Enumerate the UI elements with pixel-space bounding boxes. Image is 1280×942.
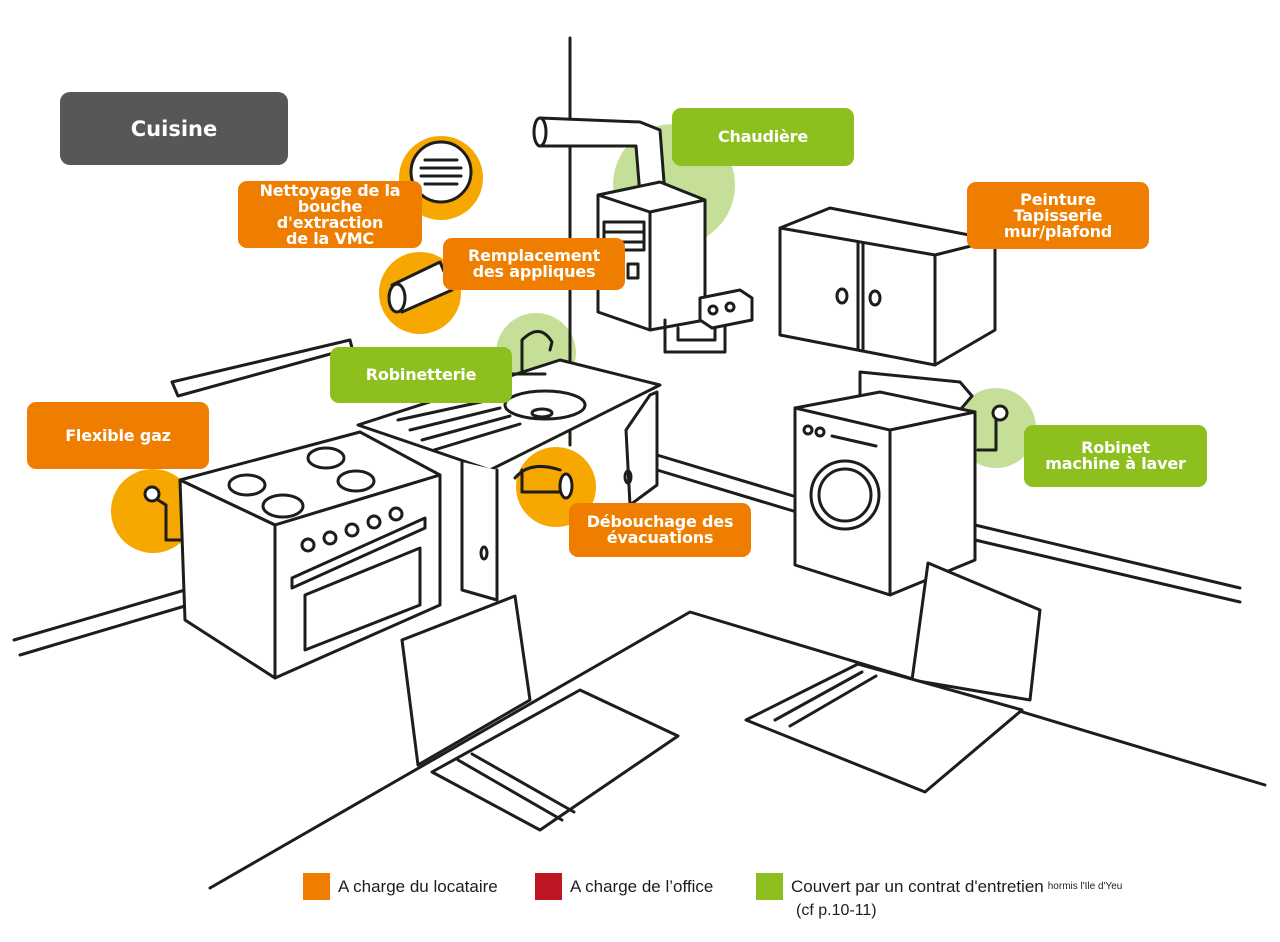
- label-chaudiere: Chaudière: [672, 108, 854, 166]
- page-title: Cuisine: [60, 92, 288, 165]
- legend-swatch-red: [535, 873, 562, 900]
- label-appliques: Remplacement des appliques: [443, 238, 625, 290]
- label-robinet-machine: Robinet machine à laver: [1024, 425, 1207, 487]
- label-debouchage: Débouchage des évacuations: [569, 503, 751, 557]
- washer-tap-icon: [976, 404, 1009, 452]
- label-vmc-text: Nettoyage de la bouche d'extraction de l…: [259, 180, 401, 248]
- legend-swatch-orange: [303, 873, 330, 900]
- gas-hose-icon: [143, 485, 182, 542]
- label-peinture-text: Peinture Tapisserie mur/plafond: [1003, 189, 1113, 241]
- legend-contrat-note: hormis l'Ile d'Yeu: [1047, 881, 1123, 892]
- boiler-icon: [596, 180, 754, 354]
- flexible-gaz-highlight: [111, 469, 195, 553]
- vmc-vent-icon: [409, 140, 473, 204]
- label-robinetterie-text: Robinetterie: [365, 365, 477, 384]
- label-peinture: Peinture Tapisserie mur/plafond: [967, 182, 1149, 249]
- legend-contrat: Couvert par un contrat d'entretien hormi…: [756, 873, 1122, 900]
- legend-locataire-text: A charge du locataire: [338, 876, 498, 896]
- label-debouchage-text: Débouchage des évacuations: [586, 512, 734, 547]
- faucet-icon: [510, 330, 554, 376]
- label-flexible-gaz-text: Flexible gaz: [65, 425, 171, 445]
- light-fixture-icon: [387, 260, 454, 314]
- label-appliques-text: Remplacement des appliques: [467, 246, 601, 281]
- label-robinet-machine-text: Robinet machine à laver: [1045, 438, 1186, 473]
- legend-locataire: A charge du locataire: [303, 873, 498, 900]
- label-vmc: Nettoyage de la bouche d'extraction de l…: [238, 181, 422, 248]
- legend-office-text: A charge de l’office: [570, 876, 714, 896]
- legend-contrat-ref: (cf p.10-11): [796, 902, 877, 919]
- drain-pipe-icon: [513, 464, 574, 500]
- legend-swatch-green: [756, 873, 783, 900]
- legend-contrat-text: Couvert par un contrat d'entretien: [791, 876, 1044, 896]
- label-chaudiere-text: Chaudière: [717, 127, 809, 146]
- label-robinetterie: Robinetterie: [330, 347, 512, 403]
- legend-office: A charge de l’office: [535, 873, 713, 900]
- label-flexible-gaz: Flexible gaz: [27, 402, 209, 469]
